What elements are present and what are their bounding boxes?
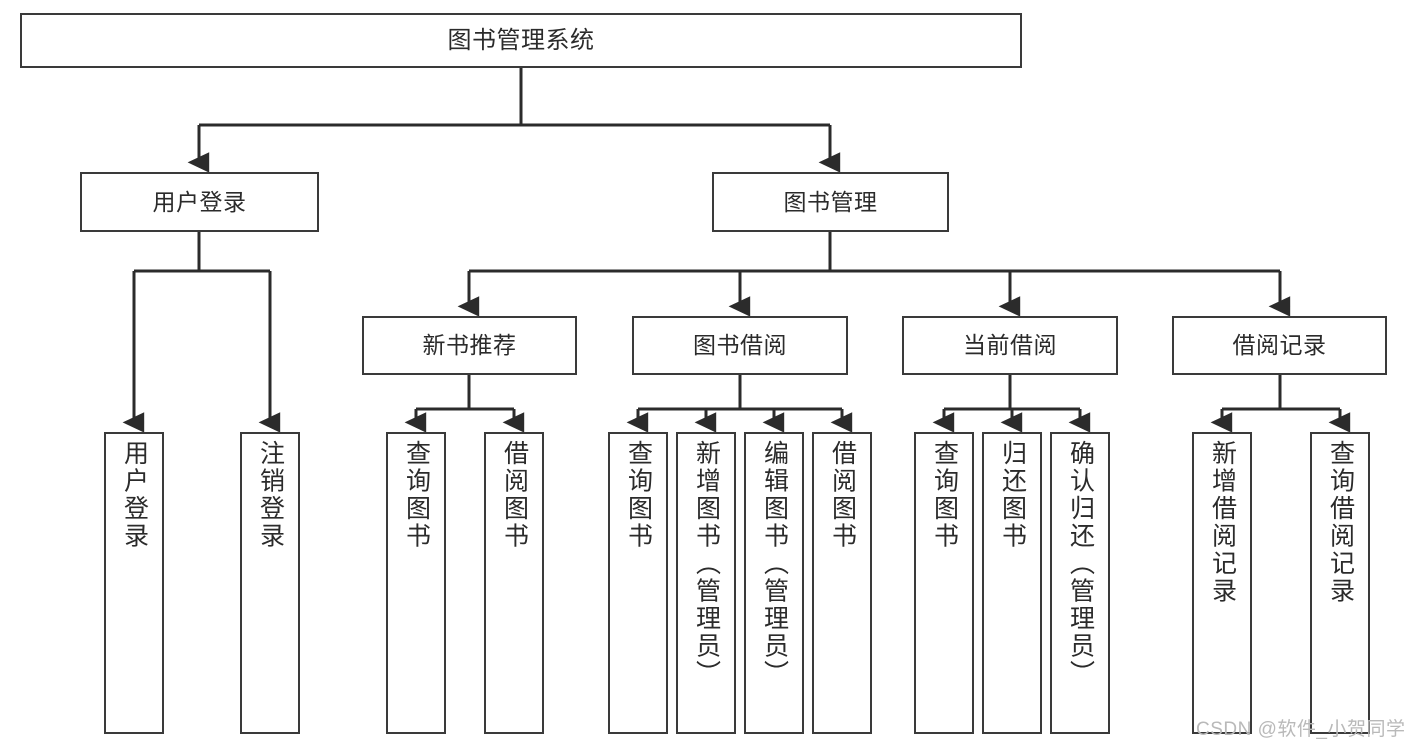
node-label: 查询图书: [624, 440, 653, 550]
leaf-book-borrow-add[interactable]: 新增图书（管理员）: [676, 432, 736, 734]
leaf-borrow-record-add[interactable]: 新增借阅记录: [1192, 432, 1252, 734]
node-label: 编辑图书（管理员）: [760, 440, 789, 688]
node-root-system[interactable]: 图书管理系统: [20, 13, 1022, 68]
node-label: 当前借阅: [963, 332, 1057, 359]
node-label: 查询图书: [930, 440, 959, 550]
node-label: 新增借阅记录: [1208, 440, 1237, 605]
node-label: 图书借阅: [693, 332, 787, 359]
node-label: 归还图书: [998, 440, 1027, 550]
leaf-book-borrow-query[interactable]: 查询图书: [608, 432, 668, 734]
leaf-borrow-record-query[interactable]: 查询借阅记录: [1310, 432, 1370, 734]
node-label: 查询图书: [402, 440, 431, 550]
leaf-current-borrow-return[interactable]: 归还图书: [982, 432, 1042, 734]
node-label: 借阅记录: [1232, 332, 1327, 359]
leaf-current-borrow-confirm-return[interactable]: 确认归还（管理员）: [1050, 432, 1110, 734]
leaf-current-borrow-query[interactable]: 查询图书: [914, 432, 974, 734]
node-label: 用户登录: [152, 188, 247, 215]
node-new-book-recommend[interactable]: 新书推荐: [362, 316, 577, 375]
node-label: 新书推荐: [422, 332, 517, 359]
leaf-new-book-borrow[interactable]: 借阅图书: [484, 432, 544, 734]
leaf-book-borrow-borrow[interactable]: 借阅图书: [812, 432, 872, 734]
leaf-user-login-signout[interactable]: 注销登录: [240, 432, 300, 734]
node-borrow-record[interactable]: 借阅记录: [1172, 316, 1387, 375]
node-label: 注销登录: [256, 440, 285, 550]
node-book-borrow[interactable]: 图书借阅: [632, 316, 848, 375]
node-label: 图书管理系统: [447, 26, 595, 54]
leaf-book-borrow-edit[interactable]: 编辑图书（管理员）: [744, 432, 804, 734]
leaf-user-login-signin[interactable]: 用户登录: [104, 432, 164, 734]
node-label: 借阅图书: [500, 440, 529, 550]
node-book-management[interactable]: 图书管理: [712, 172, 949, 232]
leaf-new-book-query[interactable]: 查询图书: [386, 432, 446, 734]
node-user-login[interactable]: 用户登录: [80, 172, 319, 232]
node-label: 新增图书（管理员）: [692, 440, 721, 688]
node-current-borrow[interactable]: 当前借阅: [902, 316, 1118, 375]
node-label: 图书管理: [783, 188, 878, 215]
csdn-watermark: CSDN @软件_小贺同学: [1196, 719, 1405, 740]
node-label: 借阅图书: [828, 440, 857, 550]
node-label: 用户登录: [120, 440, 149, 550]
node-label: 确认归还（管理员）: [1066, 440, 1095, 688]
node-label: 查询借阅记录: [1326, 440, 1355, 605]
